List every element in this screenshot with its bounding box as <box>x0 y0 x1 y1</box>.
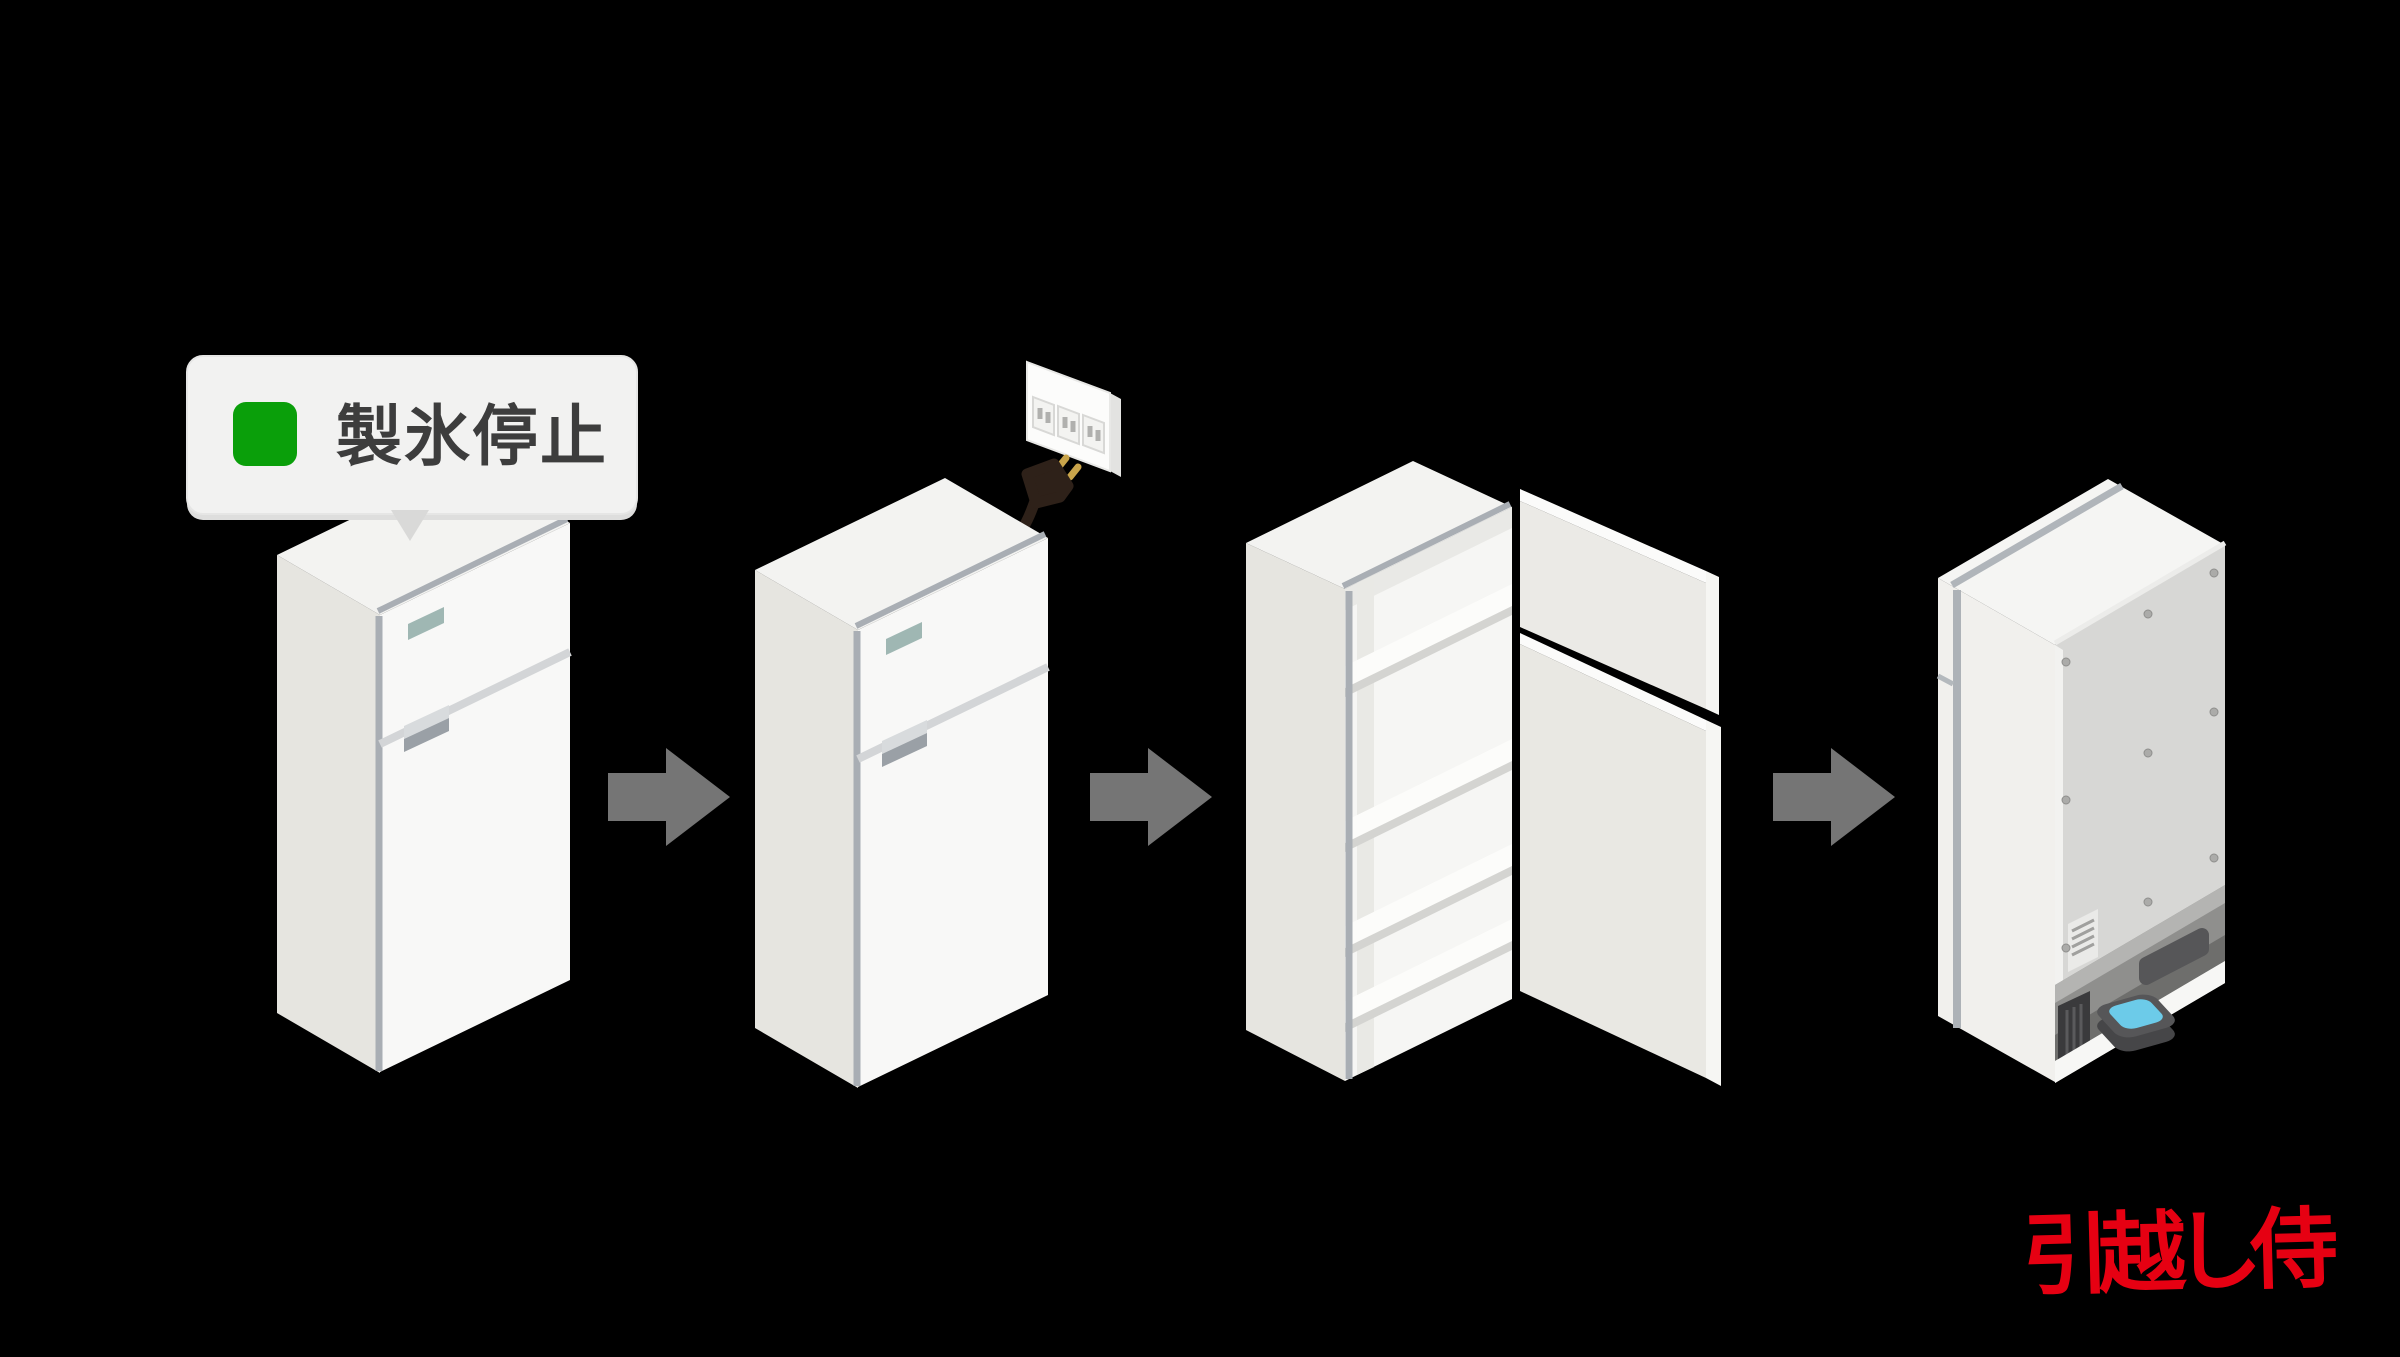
recess-inner-top <box>2055 885 2225 1003</box>
screw <box>2061 795 2071 805</box>
screw <box>2143 897 2153 907</box>
fridge-handle <box>882 733 927 767</box>
interior-shelf <box>1345 739 1512 852</box>
drain-pan <box>2097 994 2175 1052</box>
fridge-side-face <box>1246 543 1345 1081</box>
fridge-top-face <box>1938 479 2225 645</box>
outlet-socket <box>1082 413 1105 455</box>
fridge-top-edge-trim <box>854 531 1047 629</box>
screw <box>2209 853 2219 863</box>
fridge-handle-top <box>882 720 927 754</box>
fridge-front-face <box>858 538 1048 1087</box>
fridge-top-edge-trim <box>1341 501 1512 589</box>
door-outer-edge <box>1706 571 1719 715</box>
back-top-highlight <box>2053 540 2227 646</box>
door-inner-face <box>1520 644 1706 1078</box>
step1-refrigerator-front-closed <box>277 463 572 1073</box>
power-plug <box>1021 454 1082 509</box>
door-outer-edge <box>1706 720 1721 1086</box>
screw <box>2061 943 2071 953</box>
callout-tail <box>391 510 429 541</box>
screw <box>2061 657 2071 667</box>
callout-bubble: 製氷停止 <box>186 355 638 541</box>
door-inner-face <box>1520 501 1706 709</box>
side-divider-seam <box>1936 673 1955 687</box>
ice-making-stop-square-icon <box>233 402 297 466</box>
interior-shelf <box>1345 919 1512 1032</box>
door-top-edge <box>1520 489 1706 583</box>
brand-logo: 引越し侍 <box>2021 1199 2338 1306</box>
fridge-display-panel <box>886 622 922 655</box>
shelf-front-edge <box>1345 761 1512 852</box>
screw <box>2209 707 2219 717</box>
open-freezer-door <box>1520 489 1719 715</box>
plug-prong <box>1066 463 1082 481</box>
right-arrow-icon <box>1090 748 1212 846</box>
outlet-socket <box>1057 404 1080 446</box>
fridge-side-face <box>277 555 380 1073</box>
callout-label: 製氷停止 <box>336 399 608 473</box>
right-arrow-icon <box>1773 748 1895 846</box>
fridge-top-face <box>755 478 1048 630</box>
fridge-front-face <box>380 523 570 1072</box>
screw <box>2143 609 2153 619</box>
interior-shelf <box>1345 844 1512 957</box>
top-door-seam <box>1950 482 2124 589</box>
drain-pan-water <box>2109 999 2163 1029</box>
compressor-unit <box>2139 928 2209 985</box>
step2-refrigerator-unplugged <box>755 478 1050 1088</box>
door-top-edge <box>1520 633 1706 731</box>
back-corner-highlight <box>2055 645 2063 1083</box>
fridge-top-edge-trim <box>376 516 569 614</box>
outlet-plate-side <box>1110 393 1121 477</box>
fridge-top-face <box>1246 461 1512 589</box>
shelf-front-edge <box>1345 941 1512 1032</box>
plug-body <box>1021 458 1074 509</box>
fridge-side-face <box>755 570 858 1088</box>
shelf-front-edge <box>1345 866 1512 957</box>
interior-ceiling-shade <box>1345 507 1512 610</box>
screw <box>2143 748 2153 758</box>
fridge-side-face <box>1938 578 2055 1082</box>
open-fridge-door <box>1520 633 1721 1086</box>
interior-shelf <box>1345 584 1512 697</box>
step3-refrigerator-open-empty <box>1246 461 1721 1086</box>
right-arrow-icon <box>608 748 730 846</box>
fridge-handle-top <box>404 705 449 739</box>
shelf-front-edge <box>1345 606 1512 697</box>
outlet-socket <box>1032 395 1055 437</box>
back-panel-screws <box>2061 568 2219 953</box>
screw <box>2209 568 2219 578</box>
fridge-display-panel <box>408 607 444 640</box>
fridge-handle <box>404 718 449 752</box>
wall-outlet <box>1026 360 1121 477</box>
step4-refrigerator-back-drain-pan <box>1936 479 2227 1083</box>
spec-label-sticker <box>2068 909 2098 972</box>
